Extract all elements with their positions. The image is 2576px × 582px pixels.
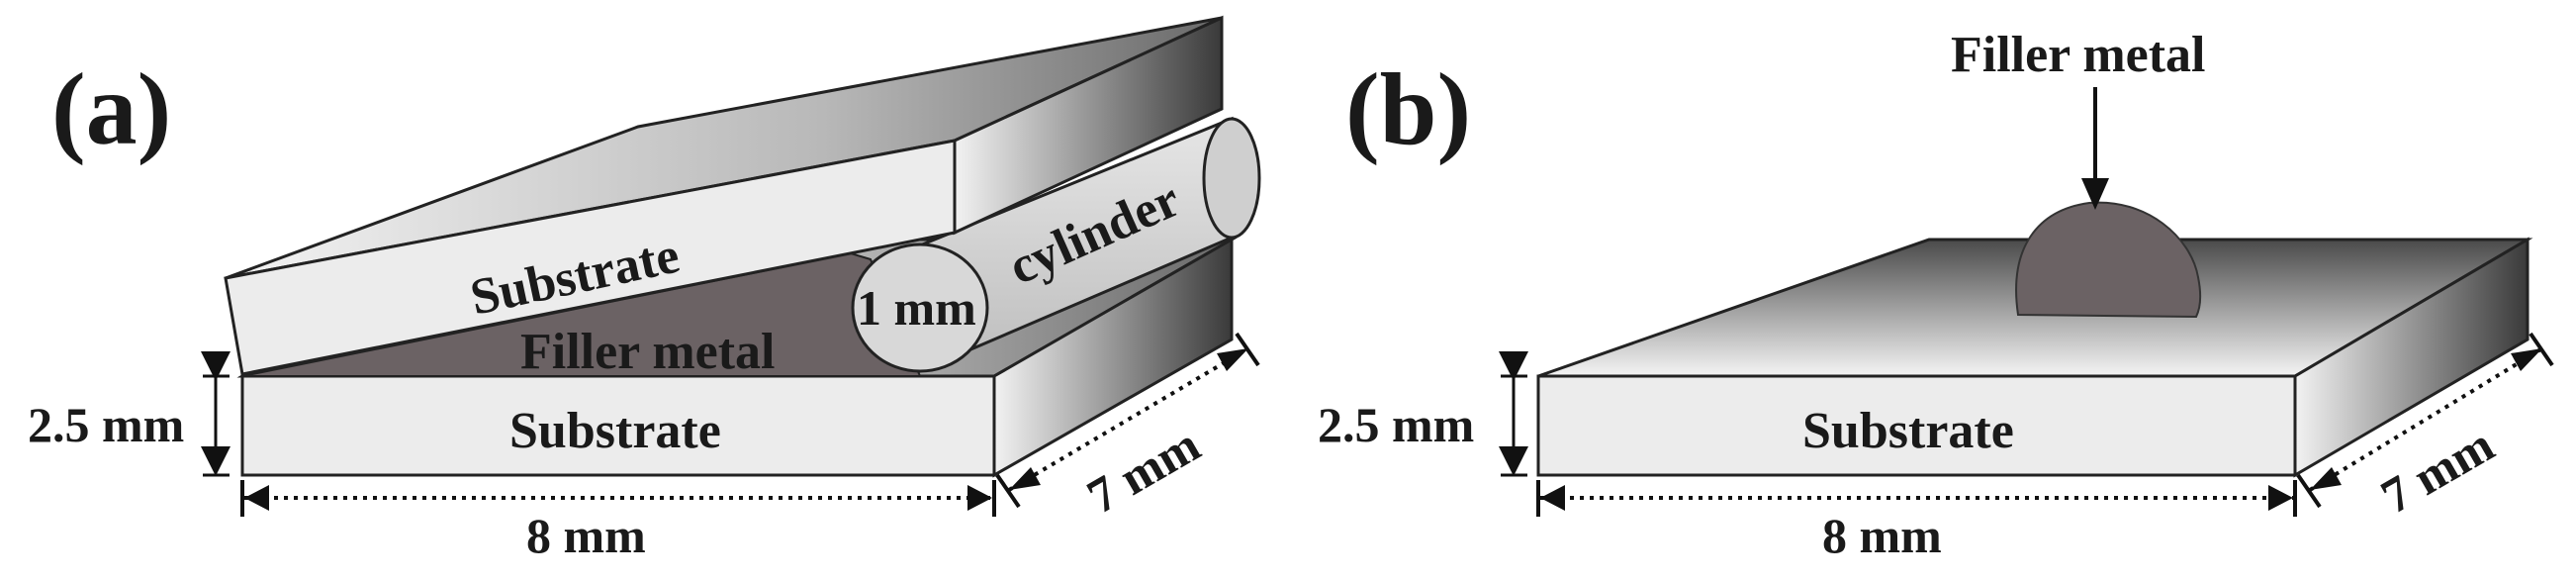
substrate-label-b: Substrate — [1802, 403, 2014, 459]
cylinder-near-end — [851, 242, 989, 373]
width-label-b: 7 mm — [2372, 417, 2504, 525]
cylinder-diameter-label: 1 mm — [857, 280, 976, 336]
panel-a: (a) Substrate Filler metal cylinder 1 mm… — [28, 15, 1261, 563]
filler-metal-label: Filler metal — [520, 324, 776, 380]
filler-arrowhead-b — [2081, 178, 2109, 210]
panel-b-label: (b) — [1345, 52, 1471, 166]
top-substrate-front — [224, 139, 957, 376]
bottom-substrate-label: Substrate — [509, 403, 721, 459]
length-dimension-a — [240, 480, 996, 517]
filler-metal-label-b: Filler metal — [1951, 27, 2206, 83]
thickness-label-a: 2.5 mm — [28, 397, 184, 452]
bottom-substrate-front — [240, 374, 996, 477]
thickness-label-b: 2.5 mm — [1318, 397, 1474, 452]
top-substrate-block — [224, 15, 1224, 376]
thickness-dimension-b — [1499, 351, 1528, 477]
width-dimension-a — [995, 332, 1260, 509]
width-dimension-b — [2296, 332, 2554, 509]
panel-a-label: (a) — [51, 52, 171, 166]
substrate-front-b — [1536, 374, 2297, 477]
cylinder-far-end — [1202, 117, 1261, 240]
length-label-a: 8 mm — [526, 508, 646, 563]
width-label-a: 7 mm — [1078, 417, 1210, 525]
filler-metal-droplet — [2015, 201, 2202, 319]
length-dimension-b — [1536, 480, 2297, 517]
length-label-b: 8 mm — [1822, 508, 1942, 563]
panel-b: (b) Filler metal Substrate 2.5 mm 8 — [1318, 27, 2554, 563]
thickness-dimension-a — [201, 351, 230, 477]
cylinder-rod — [851, 116, 1261, 374]
